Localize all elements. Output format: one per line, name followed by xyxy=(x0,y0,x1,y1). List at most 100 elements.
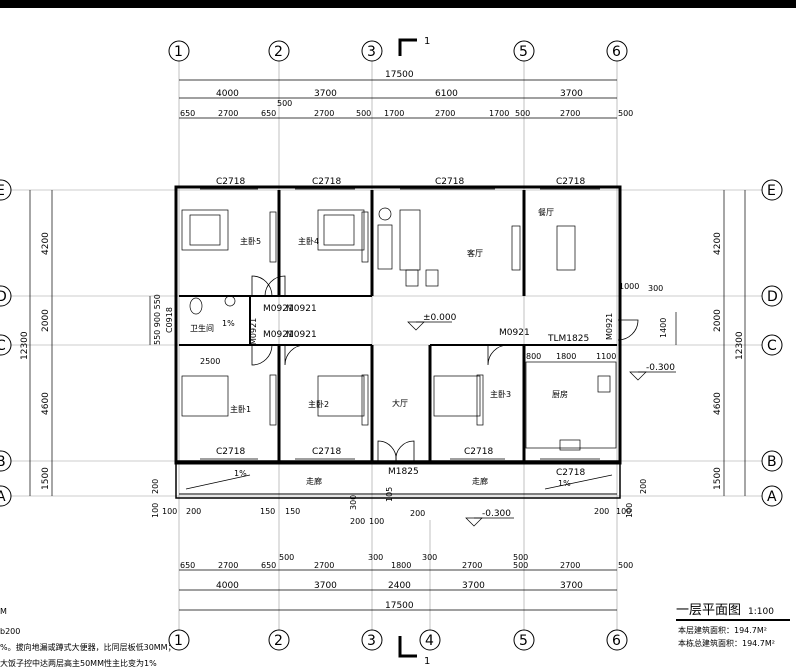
axis-label-row-b: B xyxy=(767,454,777,470)
side-dim-200-l: 200 xyxy=(151,479,160,494)
right-dim-opening: 1400 xyxy=(659,318,668,338)
right-dimension-texts: 12300 4200 2000 4600 1500 1400 xyxy=(659,232,745,490)
axis-bubbles-right: E D C B A xyxy=(761,179,783,507)
axis-label-col-3: 3 xyxy=(367,44,376,60)
window-label-tlm: TLM1825 xyxy=(547,334,589,344)
right-dim-1: 4200 xyxy=(713,232,723,255)
kitchen-dim-1: 800 xyxy=(526,352,541,361)
axis-label-row-c-left: C xyxy=(0,338,6,354)
bottom-dim-r2-11: 500 xyxy=(513,561,528,570)
top-dim-r2-10: 500 xyxy=(515,109,530,118)
door-label-6: M0921 xyxy=(249,318,258,345)
bottom-dim-r2-4: 500 xyxy=(279,553,294,562)
toilet-icon xyxy=(189,297,203,315)
note-line-2: %。拔向地漏或蹲式大便器，比同层板低30MM； xyxy=(0,642,176,652)
bed-icon xyxy=(317,209,365,251)
side-dimension-lines xyxy=(29,190,746,496)
left-dim-total: 12300 xyxy=(20,331,30,360)
bottom-dim-r2-2: 2700 xyxy=(218,561,238,570)
slope-bath: 1% xyxy=(222,319,235,328)
porch-dim-200-a: 200 xyxy=(350,517,365,526)
right-dim-3: 4600 xyxy=(713,392,723,415)
sofa-icon xyxy=(377,224,393,270)
axis-label-col-3-bottom: 3 xyxy=(367,633,376,649)
bottom-dim-r2-1: 650 xyxy=(180,561,195,570)
walls xyxy=(174,185,622,499)
porch-dim-150-b: 150 xyxy=(285,507,300,516)
area-line-1: 本层建筑面积：194.7M² xyxy=(678,625,767,635)
bottom-dim-1: 4000 xyxy=(216,581,239,591)
top-dim-r2-5: 2700 xyxy=(314,109,334,118)
room-label-dining: 餐厅 xyxy=(538,208,554,217)
top-dimension-texts: 17500 4000 3700 6100 3700 650 2700 650 5… xyxy=(180,70,633,118)
window-label-bottom-3: C2718 xyxy=(464,447,493,457)
lamp-icon xyxy=(378,207,392,221)
left-dim-inner: 550 900 550 xyxy=(153,294,162,345)
porch-dim-100-l: 100 xyxy=(162,507,177,516)
axis-label-row-a-left: A xyxy=(0,489,6,505)
porch-dim-100-m: 100 xyxy=(369,517,384,526)
section-marker-bottom-label: 1 xyxy=(424,656,430,667)
dining-table-icon xyxy=(556,225,576,271)
axis-label-col-5: 5 xyxy=(519,44,528,60)
side-dim-300: 300 xyxy=(648,284,663,293)
room-labels: 主卧5 主卧4 客厅 餐厅 卫生间 主卧1 主卧2 大厅 主卧3 厨房 走廊 走… xyxy=(190,208,568,486)
top-dim-r2-11: 2700 xyxy=(560,109,580,118)
note-line-1: b200 xyxy=(0,627,20,636)
top-dim-total: 17500 xyxy=(385,70,414,80)
window-labels: C2718 C2718 C2718 C2718 C2718 C2718 C271… xyxy=(216,177,663,478)
kitchen-counter-icon xyxy=(525,361,617,449)
door-label-5: M0921 xyxy=(499,328,530,338)
bottom-dim-r2-12: 2700 xyxy=(560,561,580,570)
door-label-4: M0921 xyxy=(286,330,317,340)
misc-dimensions: 2500 100 200 150 150 300 105 200 100 200… xyxy=(151,357,648,526)
window-label-top-2: C2718 xyxy=(312,177,341,187)
top-dim-3: 6100 xyxy=(435,89,458,99)
level-marks: ±0.000 -0.300 -0.300 1% 1% 1% xyxy=(185,313,676,527)
area-line-2: 本栋总建筑面积：194.7M² xyxy=(678,638,775,648)
top-dim-r2-7: 1700 xyxy=(384,109,404,118)
bottom-dim-r2-5: 2700 xyxy=(314,561,334,570)
bed-icon xyxy=(433,375,481,417)
bed-icon xyxy=(317,375,365,417)
side-dim-200-r: 200 xyxy=(639,479,648,494)
porch-dim-105: 105 xyxy=(385,487,394,502)
left-dim-2: 2000 xyxy=(41,309,51,332)
room-label-corridor-left: 走廊 xyxy=(306,476,322,486)
window-label-top-3: C2718 xyxy=(435,177,464,187)
porch-dim-300-a: 300 xyxy=(349,495,358,510)
bottom-dimension-texts: 650 2700 650 500 2700 300 1800 300 2700 … xyxy=(180,553,633,611)
room-label-living: 客厅 xyxy=(467,248,483,258)
top-dim-r2-8: 2700 xyxy=(435,109,455,118)
left-dim-3: 4600 xyxy=(41,392,51,415)
window-label-bottom-4: C2718 xyxy=(556,468,585,478)
kitchen-dim-2: 1800 xyxy=(556,352,576,361)
door-label-2: M0921 xyxy=(286,304,317,314)
axis-label-col-2-bottom: 2 xyxy=(274,633,283,649)
drawing-scale: 1:100 xyxy=(748,607,774,617)
top-dim-r2-4: 500 xyxy=(277,99,292,108)
right-dim-total: 12300 xyxy=(735,331,745,360)
top-dim-4: 3700 xyxy=(560,89,583,99)
notes: b200 %。拔向地漏或蹲式大便器，比同层板低30MM； 大饭子控中达两层高主5… xyxy=(0,607,176,667)
bottom-dim-r2-6: 300 xyxy=(368,553,383,562)
level-main: ±0.000 xyxy=(423,313,457,323)
grid-lines xyxy=(10,60,765,630)
bottom-dim-total: 17500 xyxy=(385,601,414,611)
left-dim-1: 4200 xyxy=(41,232,51,255)
bottom-dim-2: 3700 xyxy=(314,581,337,591)
room-label-hall: 大厅 xyxy=(392,398,408,408)
bed-icon xyxy=(181,209,229,251)
left-dimension-texts: 12300 4200 2000 4600 1500 550 900 550 C0… xyxy=(20,232,174,490)
level-porch: -0.300 xyxy=(482,509,511,519)
axis-label-row-a: A xyxy=(767,489,777,505)
bottom-dim-r2-8: 300 xyxy=(422,553,437,562)
door-label-7: M0921 xyxy=(605,313,614,340)
note-line-3: 大饭子控中达两层高主50MM性主比变为1% xyxy=(0,658,157,667)
bottom-dim-r2-10: 500 xyxy=(513,553,528,562)
axis-bubbles-left: E D C B A xyxy=(0,179,12,507)
top-dimension-lines xyxy=(179,79,617,119)
axis-label-col-1-bottom: 1 xyxy=(174,633,183,649)
bottom-dim-5: 3700 xyxy=(560,581,583,591)
section-marker-bottom: 1 xyxy=(398,636,430,667)
